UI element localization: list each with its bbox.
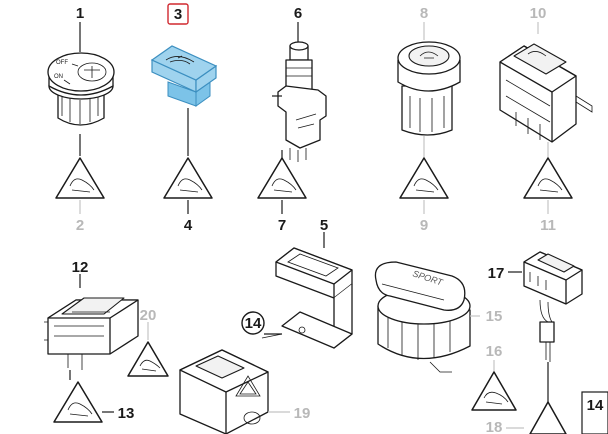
callout-14-boxed[interactable]: 14 (587, 397, 604, 414)
callout-18[interactable]: 18 (486, 419, 503, 434)
part-15-sport-switch[interactable]: SPORT (374, 261, 480, 373)
warning-triangle-12 (53, 381, 114, 423)
callout-19[interactable]: 19 (294, 405, 311, 422)
callout-20[interactable]: 20 (140, 307, 157, 324)
callout-11[interactable]: 11 (540, 217, 556, 234)
warning-triangle-20 (127, 322, 169, 377)
callout-6[interactable]: 6 (294, 5, 302, 22)
warning-triangle-1 (55, 134, 105, 214)
part-10-rocker-switch[interactable] (499, 22, 593, 143)
part-3-switch-highlighted[interactable] (150, 45, 218, 107)
callout-1[interactable]: 1 (76, 5, 84, 22)
selected-callout-frame (167, 3, 189, 25)
callout-14-box (581, 391, 608, 434)
svg-text:OFF: OFF (56, 60, 68, 66)
svg-text:ON: ON (54, 74, 63, 80)
part-5-mounting-bracket[interactable] (261, 232, 353, 349)
callout-8[interactable]: 8 (420, 5, 428, 22)
warning-triangle-6 (257, 150, 307, 214)
callout-2[interactable]: 2 (76, 217, 84, 234)
part-12-switch-block[interactable] (44, 274, 139, 380)
part-1-rotary-switch[interactable]: OFF ON (47, 22, 115, 126)
part-8-round-switch[interactable] (397, 22, 461, 136)
callout-16[interactable]: 16 (486, 343, 503, 360)
callout-10[interactable]: 10 (530, 5, 547, 22)
part-19-hazard-switch[interactable] (179, 349, 290, 434)
callout-14-circle (241, 311, 265, 335)
warning-triangle-3 (163, 108, 213, 214)
callout-4[interactable]: 4 (184, 217, 193, 234)
callout-13[interactable]: 13 (118, 405, 135, 422)
callout-12[interactable]: 12 (72, 259, 89, 276)
part-17-switch-harness[interactable] (508, 251, 583, 362)
callout-7[interactable]: 7 (278, 217, 286, 234)
warning-triangle-10 (523, 142, 573, 214)
warning-triangle-16 (471, 360, 517, 411)
callout-5[interactable]: 5 (320, 217, 328, 234)
part-6-plunger-switch[interactable] (272, 22, 327, 162)
callout-17[interactable]: 17 (488, 265, 505, 282)
warning-triangle-8 (399, 136, 449, 214)
callout-14[interactable]: 14 (245, 315, 262, 332)
callout-3[interactable]: 3 (174, 6, 182, 23)
callout-15[interactable]: 15 (486, 308, 503, 325)
warning-triangle-17 (529, 362, 567, 434)
callout-9[interactable]: 9 (420, 217, 428, 234)
